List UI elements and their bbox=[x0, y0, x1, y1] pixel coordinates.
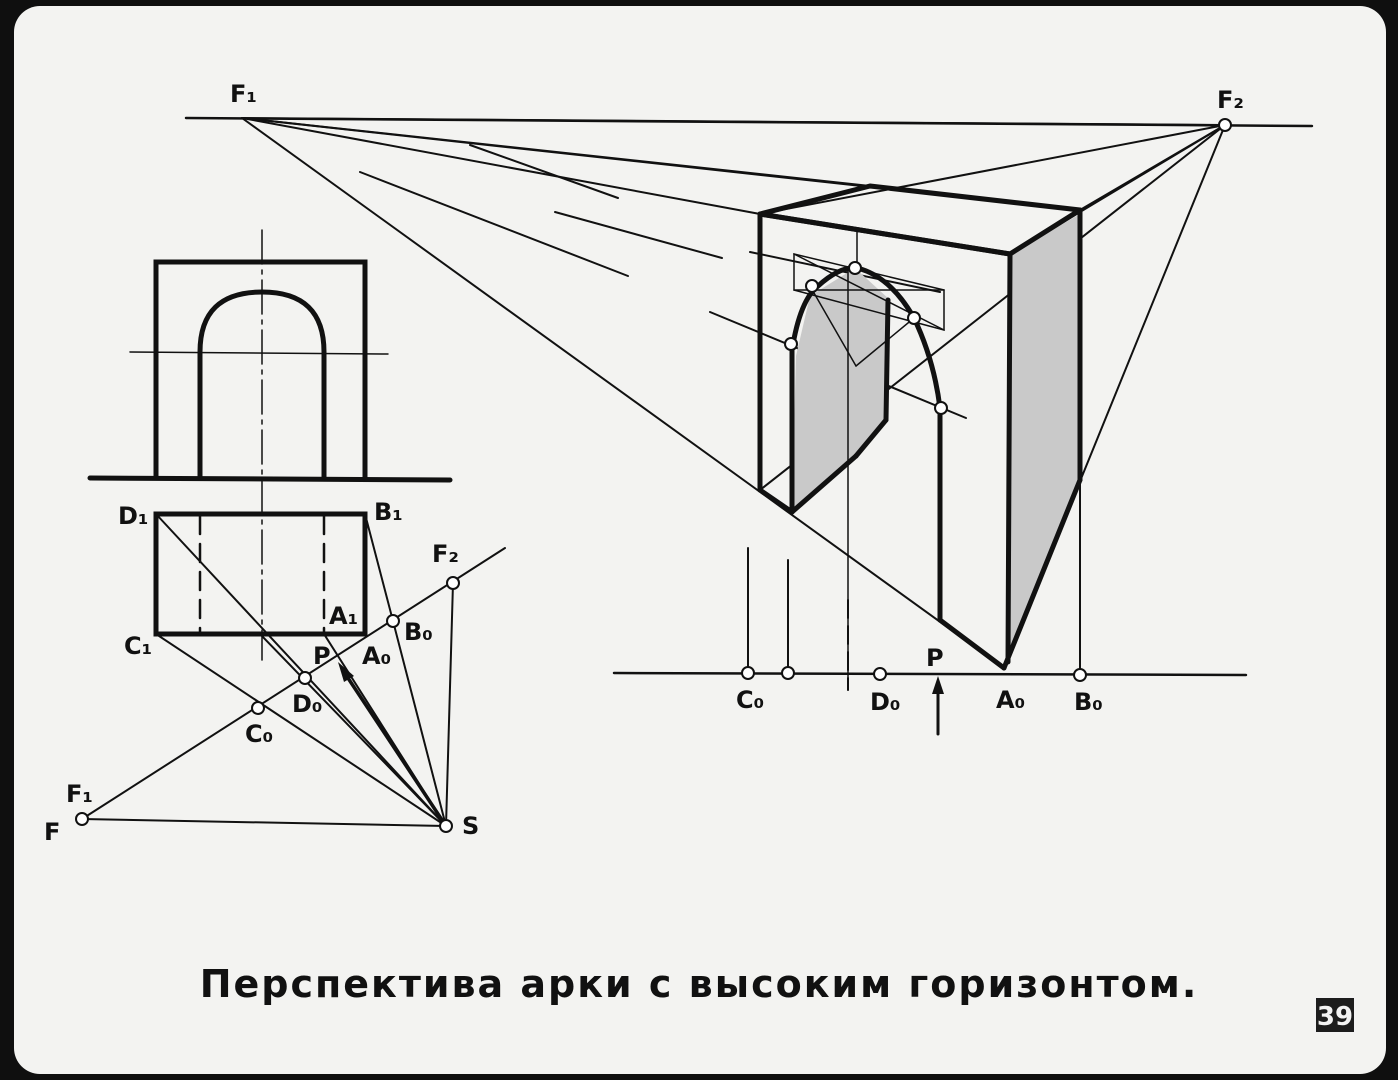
right-markers bbox=[741, 118, 1232, 682]
label-right-d0: D₀ bbox=[870, 688, 900, 716]
label-right-f2: F₂ bbox=[1217, 86, 1244, 114]
p-arrow bbox=[932, 676, 944, 736]
label-left-c1: C₁ bbox=[124, 632, 152, 660]
label-left-f: F bbox=[44, 818, 60, 846]
label-left-a1: A₁ bbox=[329, 602, 358, 630]
label-left-b0: B₀ bbox=[404, 618, 433, 646]
front-elevation bbox=[153, 259, 368, 481]
label-left-s: S bbox=[462, 812, 479, 840]
right-perspective-drawing bbox=[184, 116, 1314, 736]
label-right-c0: C₀ bbox=[736, 686, 764, 714]
label-right-b0: B₀ bbox=[1074, 688, 1103, 716]
label-left-p: P bbox=[313, 642, 331, 670]
label-left-b1: B₁ bbox=[374, 498, 403, 526]
label-left-c0: C₀ bbox=[245, 720, 273, 748]
side-face-shade bbox=[1008, 214, 1080, 662]
label-left-f1: F₁ bbox=[66, 780, 93, 808]
label-right-f1: F₁ bbox=[230, 80, 257, 108]
label-left-d1: D₁ bbox=[118, 502, 148, 530]
label-left-d0: D₀ bbox=[292, 690, 322, 718]
construction-lines bbox=[793, 231, 945, 691]
projection-verticals bbox=[747, 479, 1081, 691]
left-markers bbox=[75, 576, 460, 833]
arch-block bbox=[757, 183, 1083, 671]
s-to-p-arrow bbox=[338, 662, 448, 828]
arch-inner-shade bbox=[792, 268, 890, 510]
label-right-a0: A₀ bbox=[996, 686, 1025, 714]
slide-caption: Перспектива арки с высоким горизонтом. bbox=[199, 962, 1199, 1006]
label-left-a0: A₀ bbox=[362, 642, 391, 670]
slide-paper bbox=[14, 6, 1386, 1074]
rays-from-f1 bbox=[241, 117, 1226, 669]
page-number-badge: 39 bbox=[1314, 996, 1356, 1034]
ground-line bbox=[87, 475, 453, 483]
label-right-p: P bbox=[926, 644, 944, 672]
label-left-f2: F₂ bbox=[432, 540, 459, 568]
left-orthographic-drawing bbox=[75, 229, 506, 833]
elevation-axes bbox=[129, 229, 389, 661]
plan-construction bbox=[81, 513, 506, 827]
picture-plane-line bbox=[612, 671, 1248, 677]
plan-hidden-lines bbox=[198, 514, 326, 636]
